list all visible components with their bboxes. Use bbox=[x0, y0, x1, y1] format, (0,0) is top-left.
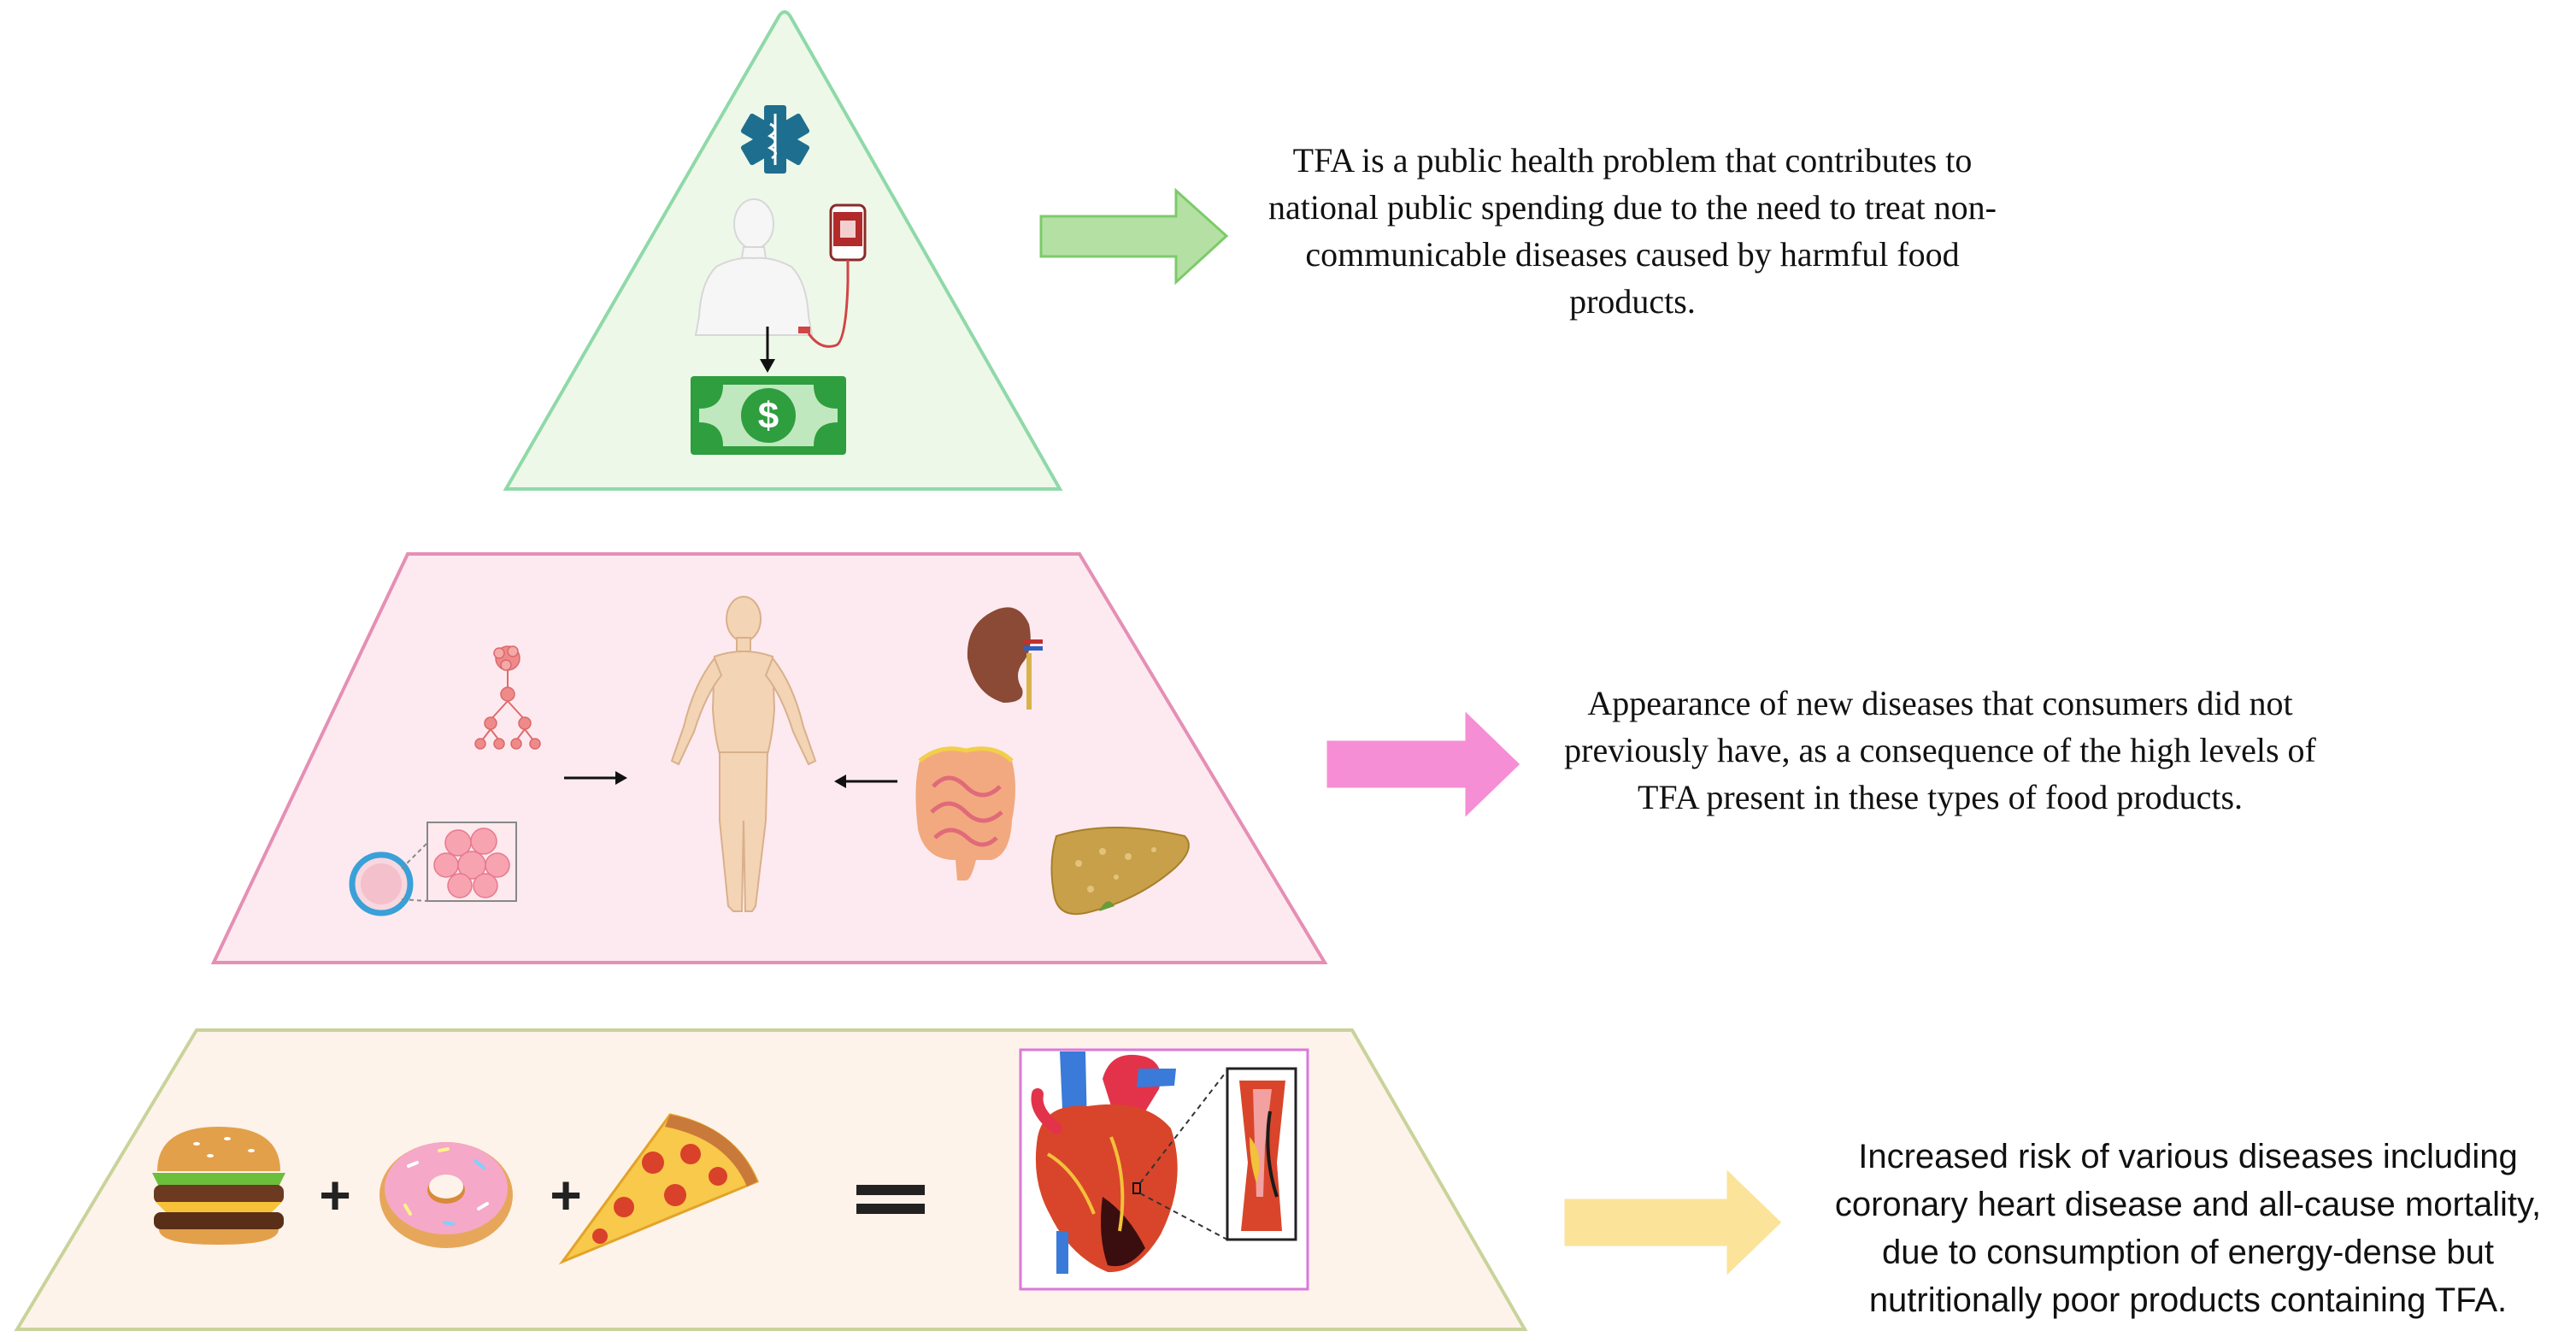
equals-sign bbox=[856, 1185, 925, 1214]
description-middle: Appearance of new diseases that consumer… bbox=[1564, 684, 2316, 816]
human-body-icon bbox=[670, 596, 817, 912]
fat-cells-icon bbox=[426, 822, 517, 902]
intestine-icon bbox=[915, 746, 1015, 881]
plus-sign-1: + bbox=[319, 1164, 350, 1226]
liver-icon bbox=[1050, 827, 1190, 916]
heart-icon bbox=[1031, 1051, 1228, 1274]
arrow-middle bbox=[1326, 711, 1520, 817]
medical-star-of-life-icon bbox=[740, 105, 810, 174]
middle-tier bbox=[210, 552, 1328, 964]
down-arrow bbox=[760, 327, 775, 373]
arrow-bottom bbox=[1564, 1169, 1782, 1275]
description-top: TFA is a public health problem that cont… bbox=[1268, 141, 1997, 321]
top-triangle bbox=[503, 10, 1063, 491]
pizza-slice-icon bbox=[558, 1113, 759, 1265]
bottom-tier: + + bbox=[14, 1028, 1528, 1331]
right-arrow-to-body bbox=[564, 771, 627, 785]
dollar-bill-icon: $ bbox=[691, 376, 846, 455]
cell-division-icon bbox=[474, 645, 541, 750]
kidney-icon bbox=[967, 607, 1043, 710]
donut-icon bbox=[379, 1142, 513, 1248]
artery-plaque-icon bbox=[1226, 1067, 1297, 1241]
burger-icon bbox=[152, 1127, 285, 1245]
patient-with-iv-bag-icon bbox=[694, 198, 867, 348]
description-bottom: Increased risk of various diseases inclu… bbox=[1834, 1138, 2542, 1319]
adipocyte-cell-icon bbox=[349, 842, 428, 916]
left-arrow-to-body bbox=[834, 775, 897, 788]
svg-text:$: $ bbox=[758, 395, 779, 437]
top-tier: $ bbox=[503, 10, 1063, 491]
arrow-top bbox=[1039, 187, 1229, 286]
plus-sign-2: + bbox=[550, 1164, 581, 1226]
